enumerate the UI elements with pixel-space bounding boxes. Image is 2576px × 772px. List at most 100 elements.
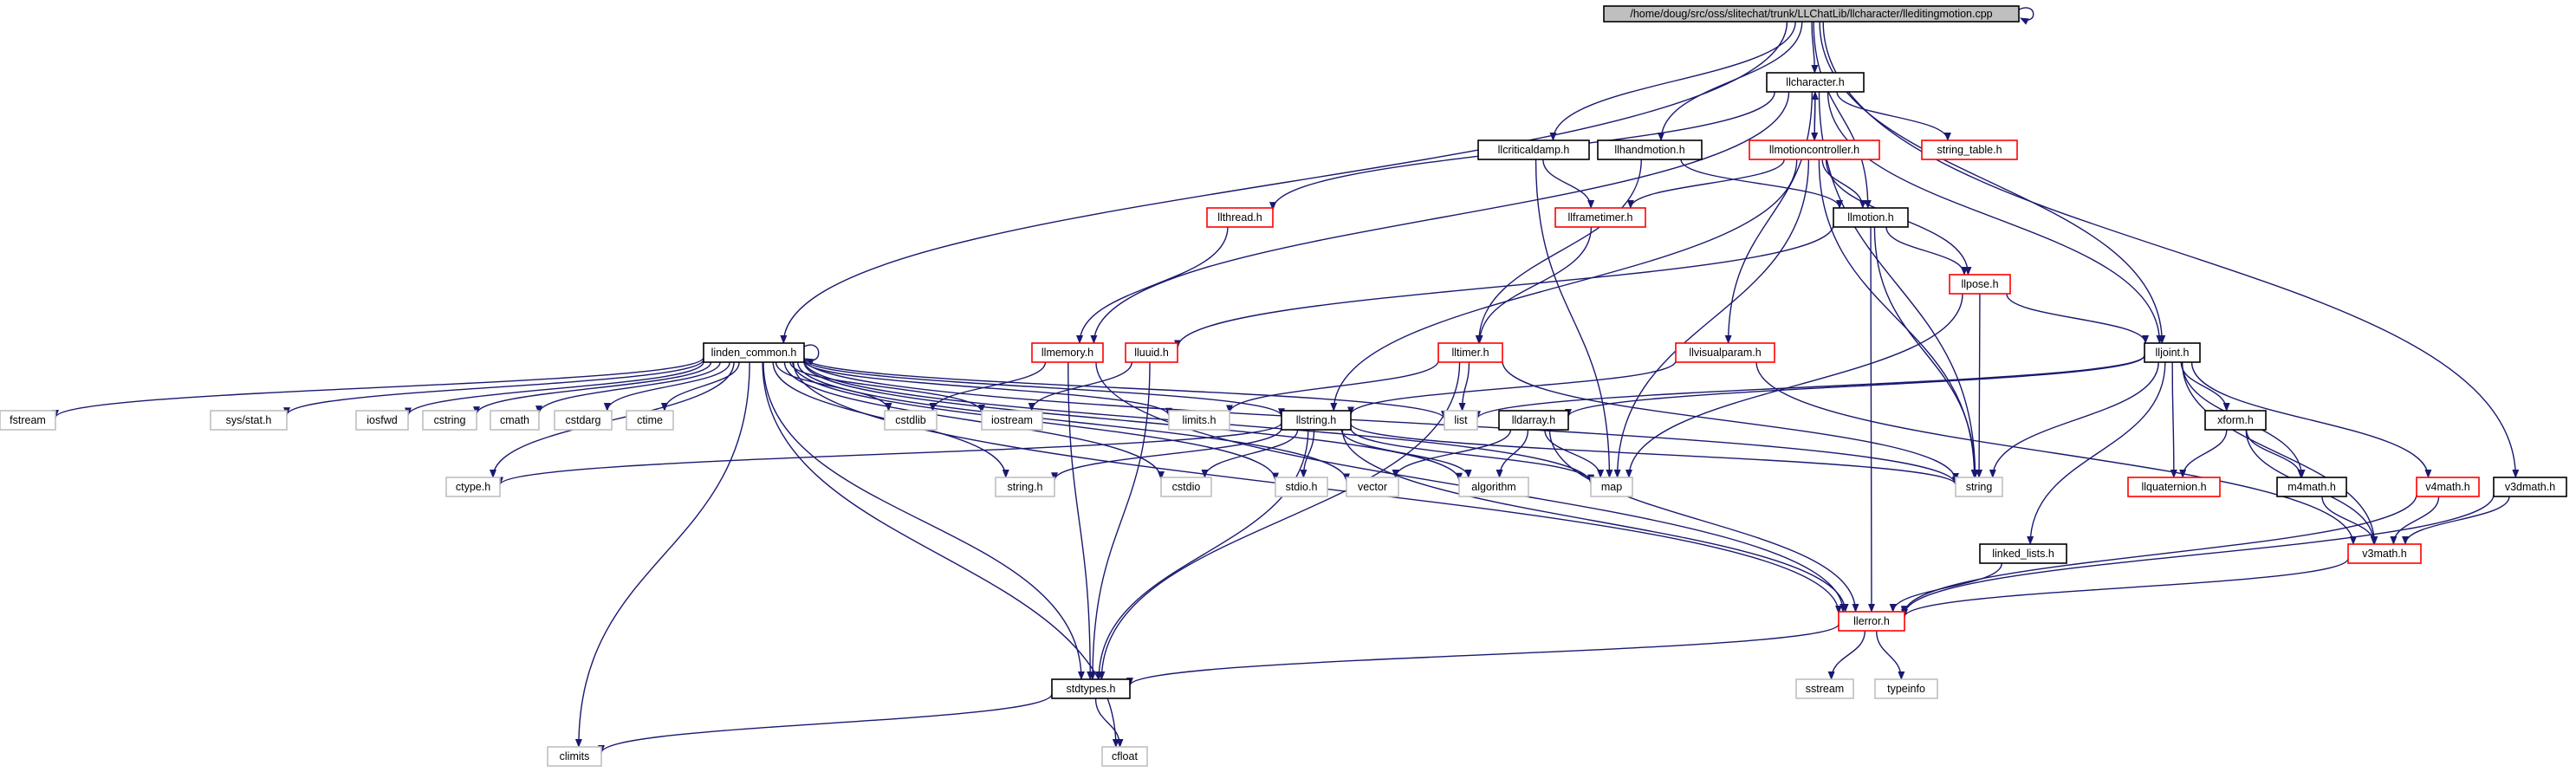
edge-lltimer-to-list xyxy=(1458,361,1470,412)
node-lltimer[interactable]: lltimer.h xyxy=(1437,342,1503,363)
node-label-vector: vector xyxy=(1358,481,1387,493)
node-llcharacter[interactable]: llcharacter.h xyxy=(1766,72,1865,93)
node-label-stringh: string.h xyxy=(1008,481,1043,493)
node-root[interactable]: /home/doug/src/oss/slitechat/trunk/LLCha… xyxy=(1603,5,2020,23)
node-cstdio[interactable]: cstdio xyxy=(1160,477,1212,497)
node-llstring[interactable]: llstring.h xyxy=(1281,410,1352,431)
node-vector[interactable]: vector xyxy=(1346,477,1399,497)
node-llvisualparam[interactable]: llvisualparam.h xyxy=(1675,342,1775,363)
node-llhandmotion[interactable]: llhandmotion.h xyxy=(1597,139,1703,160)
node-llerror[interactable]: llerror.h xyxy=(1838,611,1905,632)
edge-linden_common-to-sysstat xyxy=(283,359,704,417)
node-ctime[interactable]: ctime xyxy=(626,410,674,431)
node-llmotioncontroller[interactable]: llmotioncontroller.h xyxy=(1749,139,1880,160)
node-algorithm[interactable]: algorithm xyxy=(1458,477,1529,497)
node-label-ctype: ctype.h xyxy=(456,481,490,493)
node-cstring[interactable]: cstring xyxy=(422,410,477,431)
node-lljoint[interactable]: lljoint.h xyxy=(2144,342,2201,363)
node-stringh[interactable]: string.h xyxy=(995,477,1055,497)
edge-llframetimer-to-lltimer xyxy=(1476,226,1593,344)
node-list[interactable]: list xyxy=(1444,410,1478,431)
node-sstream[interactable]: sstream xyxy=(1795,678,1854,699)
node-box-cstdarg xyxy=(554,410,613,431)
edge-root-to-linden_common xyxy=(780,21,1788,344)
edge-lldarray-to-map xyxy=(1544,429,1605,478)
node-label-llmotioncontroller: llmotioncontroller.h xyxy=(1769,144,1859,156)
node-label-typeinfo: typeinfo xyxy=(1887,683,1925,695)
node-box-linden_common xyxy=(703,342,805,363)
edge-llmotion-to-llerror xyxy=(1867,226,1875,613)
node-label-v3dmath: v3dmath.h xyxy=(2505,481,2555,493)
node-llthread[interactable]: llthread.h xyxy=(1206,207,1274,228)
edge-llmotion-to-lluuid xyxy=(1174,224,1834,349)
edge-llhandmotion-to-llmotion xyxy=(1680,159,1843,209)
node-cstdlib[interactable]: cstdlib xyxy=(884,410,938,431)
edge-stdtypes-to-climits xyxy=(598,693,1053,754)
edge-llcharacter-to-string xyxy=(1818,91,1979,478)
node-iostream[interactable]: iostream xyxy=(981,410,1043,431)
node-v3math[interactable]: v3math.h xyxy=(2347,543,2422,564)
node-llcriticaldamp[interactable]: llcriticaldamp.h xyxy=(1477,139,1590,160)
node-sysstat[interactable]: sys/stat.h xyxy=(210,410,288,431)
node-box-string_table xyxy=(1921,139,2018,160)
edge-llcharacter-to-lljoint xyxy=(1827,91,2164,344)
edge-llerror-to-typeinfo xyxy=(1875,630,1905,680)
node-xform[interactable]: xform.h xyxy=(2204,410,2267,431)
node-cstdarg[interactable]: cstdarg xyxy=(554,410,613,431)
node-ctype[interactable]: ctype.h xyxy=(445,477,501,497)
node-box-stdtypes xyxy=(1051,678,1131,699)
node-llmemory[interactable]: llmemory.h xyxy=(1031,342,1104,363)
node-box-cmath xyxy=(490,410,540,431)
edge-llmotion-to-llpose xyxy=(1885,226,1968,276)
node-box-algorithm xyxy=(1458,477,1529,497)
node-limits[interactable]: limits.h xyxy=(1168,410,1230,431)
node-llquaternion[interactable]: llquaternion.h xyxy=(2127,477,2221,497)
node-cmath[interactable]: cmath xyxy=(490,410,540,431)
node-box-ctype xyxy=(445,477,501,497)
edge-lljoint-to-list xyxy=(1474,354,2145,420)
node-label-cstdarg: cstdarg xyxy=(566,414,601,426)
node-box-iosfwd xyxy=(355,410,409,431)
edge-llmotioncontroller-to-string xyxy=(1818,159,1978,478)
node-typeinfo[interactable]: typeinfo xyxy=(1874,678,1938,699)
node-map[interactable]: map xyxy=(1590,477,1633,497)
node-lluuid[interactable]: lluuid.h xyxy=(1125,342,1178,363)
node-linked_lists[interactable]: linked_lists.h xyxy=(1979,543,2067,564)
node-fstream[interactable]: fstream xyxy=(0,410,56,431)
edge-linden_common-to-ctype xyxy=(490,361,735,478)
node-box-cstring xyxy=(422,410,477,431)
edge-linden_common-to-vector xyxy=(796,361,1350,483)
node-cfloat[interactable]: cfloat xyxy=(1101,746,1148,767)
edge-linden_common-to-string xyxy=(803,358,1959,486)
node-stdio[interactable]: stdio.h xyxy=(1275,477,1328,497)
edge-llpose-to-lljoint xyxy=(2006,293,2150,344)
edge-linden_common-to-fstream xyxy=(52,357,704,419)
node-v3dmath[interactable]: v3dmath.h xyxy=(2493,477,2567,497)
node-linden_common[interactable]: linden_common.h xyxy=(703,342,805,363)
edge-llmemory-to-cstdlib xyxy=(929,361,1047,412)
edge-llcharacter-to-llmemory xyxy=(1090,91,1790,344)
node-llpose[interactable]: llpose.h xyxy=(1949,274,2011,295)
node-llframetimer[interactable]: llframetimer.h xyxy=(1554,207,1646,228)
node-string_table[interactable]: string_table.h xyxy=(1921,139,2018,160)
edge-llstring-to-stringh xyxy=(1051,427,1282,482)
node-box-list xyxy=(1444,410,1478,431)
node-box-v4math xyxy=(2416,477,2480,497)
edge-llmotioncontroller-to-llframetimer xyxy=(1626,159,1785,209)
edge-v4math-to-v3math xyxy=(2390,496,2440,545)
node-box-llhandmotion xyxy=(1597,139,1703,160)
node-m4math[interactable]: m4math.h xyxy=(2276,477,2347,497)
node-lldarray[interactable]: lldarray.h xyxy=(1498,410,1569,431)
node-iosfwd[interactable]: iosfwd xyxy=(355,410,409,431)
node-stdtypes[interactable]: stdtypes.h xyxy=(1051,678,1131,699)
node-v4math[interactable]: v4math.h xyxy=(2416,477,2480,497)
node-box-lluuid xyxy=(1125,342,1178,363)
node-llmotion[interactable]: llmotion.h xyxy=(1833,207,1909,228)
node-string[interactable]: string xyxy=(1955,477,2003,497)
node-label-cstdio: cstdio xyxy=(1172,481,1201,493)
edge-llthread-to-llmemory xyxy=(1076,226,1229,344)
node-climits[interactable]: climits xyxy=(547,746,602,767)
edge-linden_common-to-ctime xyxy=(660,361,740,412)
edge-lldarray-to-algorithm xyxy=(1496,429,1529,478)
